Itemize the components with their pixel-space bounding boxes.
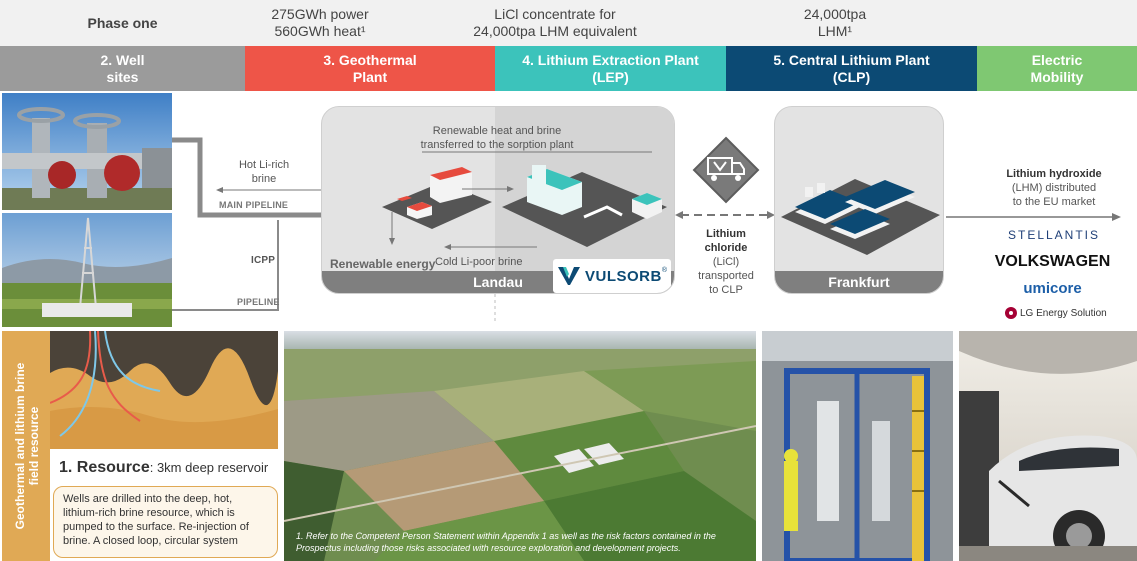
header-em-l1: Electric [1031, 51, 1083, 68]
electric-car-photo [959, 331, 1137, 561]
lhm-line-2: LHM¹ [817, 23, 853, 39]
lg-mark-icon [1005, 307, 1017, 319]
hot-brine-l2: brine [251, 173, 277, 185]
header-lep-l2: (LEP) [592, 68, 629, 85]
header-lep-l1: 4. Lithium Extraction Plant [522, 51, 699, 68]
header-well-l1: 2. Well [100, 51, 145, 68]
licl-title-l2: chloride [704, 242, 748, 254]
lg-logo: LG Energy Solution [1005, 307, 1107, 319]
landau-illustration [382, 151, 667, 250]
header-geo-l1: 3. Geothermal [323, 51, 417, 68]
lhm-distribution-label: Lithium hydroxide (LHM) distributed to t… [990, 167, 1118, 209]
header-clp: 5. Central Lithium Plant (CLP) [726, 46, 977, 91]
header-electric-mobility: Electric Mobility [977, 46, 1137, 91]
phase-text: Phase one [87, 14, 158, 31]
header-clp-l2: (CLP) [832, 68, 871, 85]
vulsorb-text: VULSORB [584, 267, 662, 285]
drilling-rig-photo [2, 213, 172, 327]
landau-plant-card: Renewable heat and brine transferred to … [321, 106, 675, 294]
hot-brine-label: Hot Li-rich brine [225, 158, 303, 186]
licl-metric: LiCl concentrate for 24,000tpa LHM equiv… [440, 0, 670, 46]
lhm-l3: to the EU market [1012, 196, 1096, 208]
header-clp-l1: 5. Central Lithium Plant [773, 51, 930, 68]
footnote-l2: Prospectus including those risks associa… [296, 543, 681, 553]
licl-l5: to CLP [709, 284, 743, 296]
resource-title: 1. Resource: 3km deep reservoir [59, 459, 268, 477]
renewable-transfer-l1: Renewable heat and brine [432, 125, 562, 137]
lhm-arrow [946, 213, 1121, 221]
header-well-sites: 2. Well sites [0, 46, 245, 91]
lhm-l2: (LHM) distributed [1011, 182, 1097, 194]
pipeline-label: PIPELINE [237, 297, 280, 307]
wellhead-photo [2, 93, 172, 210]
aerial-fields-photo [284, 331, 756, 561]
phase-label: Phase one [0, 0, 245, 46]
resource-description: Wells are drilled into the deep, hot, li… [53, 486, 278, 558]
power-line-1: 275GWh power [271, 6, 369, 22]
vulsorb-mark-icon [557, 267, 580, 285]
footnote-l1: 1. Refer to the Competent Person Stateme… [296, 531, 716, 541]
licl-l4: transported [698, 270, 754, 282]
vulsorb-logo: VULSORB ® [553, 259, 671, 293]
frankfurt-illustration [781, 179, 940, 255]
renewable-transfer-label: Renewable heat and brine transferred to … [397, 124, 597, 152]
header-geothermal-plant: 3. Geothermal Plant [245, 46, 495, 91]
lhm-line-1: 24,000tpa [803, 6, 867, 22]
icpp-label: ICPP [251, 255, 276, 266]
resource-side-l2: field resource [27, 406, 41, 486]
licl-line-1: LiCl concentrate for [494, 6, 616, 22]
power-line-2: 560GWh heat¹ [274, 23, 366, 39]
umicore-logo: umicore [1023, 280, 1082, 297]
frankfurt-label: Frankfurt [775, 271, 943, 293]
header-well-l2: sites [106, 68, 139, 85]
top-metric-band [0, 0, 1137, 46]
resource-side-band [2, 331, 50, 561]
cold-brine-label: Cold Li-poor brine [435, 256, 523, 268]
renewable-energy-label: Renewable energy [330, 257, 436, 271]
resource-title-text: 1. Resource [59, 459, 150, 476]
licl-transport-arrow [675, 211, 775, 219]
resource-side-l1: Geothermal and lithium brine [13, 362, 27, 530]
reservoir-illustration [50, 331, 278, 449]
renewable-transfer-l2: transferred to the sorption plant [420, 139, 574, 151]
lab-plant-photo [762, 331, 953, 561]
stellantis-logo: STELLANTIS [1007, 228, 1101, 242]
lg-text: LG Energy Solution [1020, 307, 1107, 319]
resource-side-label: Geothermal and lithium brine field resou… [11, 331, 43, 561]
footnote: 1. Refer to the Competent Person Stateme… [296, 530, 746, 554]
frankfurt-plant-card: Frankfurt [774, 106, 944, 294]
resource-subtitle: : 3km deep reservoir [149, 460, 269, 475]
main-pipeline-label: MAIN PIPELINE [219, 200, 289, 210]
licl-title-l1: Lithium [706, 228, 746, 240]
header-em-l2: Mobility [1030, 68, 1084, 85]
lhm-metric: 24,000tpa LHM¹ [760, 0, 910, 46]
truck-icon [692, 136, 760, 204]
licl-transport-label: Lithium chloride (LiCl) transported to C… [690, 227, 762, 297]
vulsorb-reg: ® [661, 267, 667, 274]
hot-brine-l1: Hot Li-rich [238, 159, 290, 171]
lhm-title: Lithium hydroxide [1006, 168, 1102, 180]
header-geo-l2: Plant [352, 68, 388, 85]
licl-l3: (LiCl) [712, 256, 740, 268]
landau-dashed-divider [494, 294, 496, 324]
header-lep: 4. Lithium Extraction Plant (LEP) [495, 46, 726, 91]
power-metric: 275GWh power 560GWh heat¹ [245, 0, 395, 46]
volkswagen-logo: VOLKSWAGEN [994, 253, 1111, 270]
licl-line-2: 24,000tpa LHM equivalent [473, 23, 637, 39]
